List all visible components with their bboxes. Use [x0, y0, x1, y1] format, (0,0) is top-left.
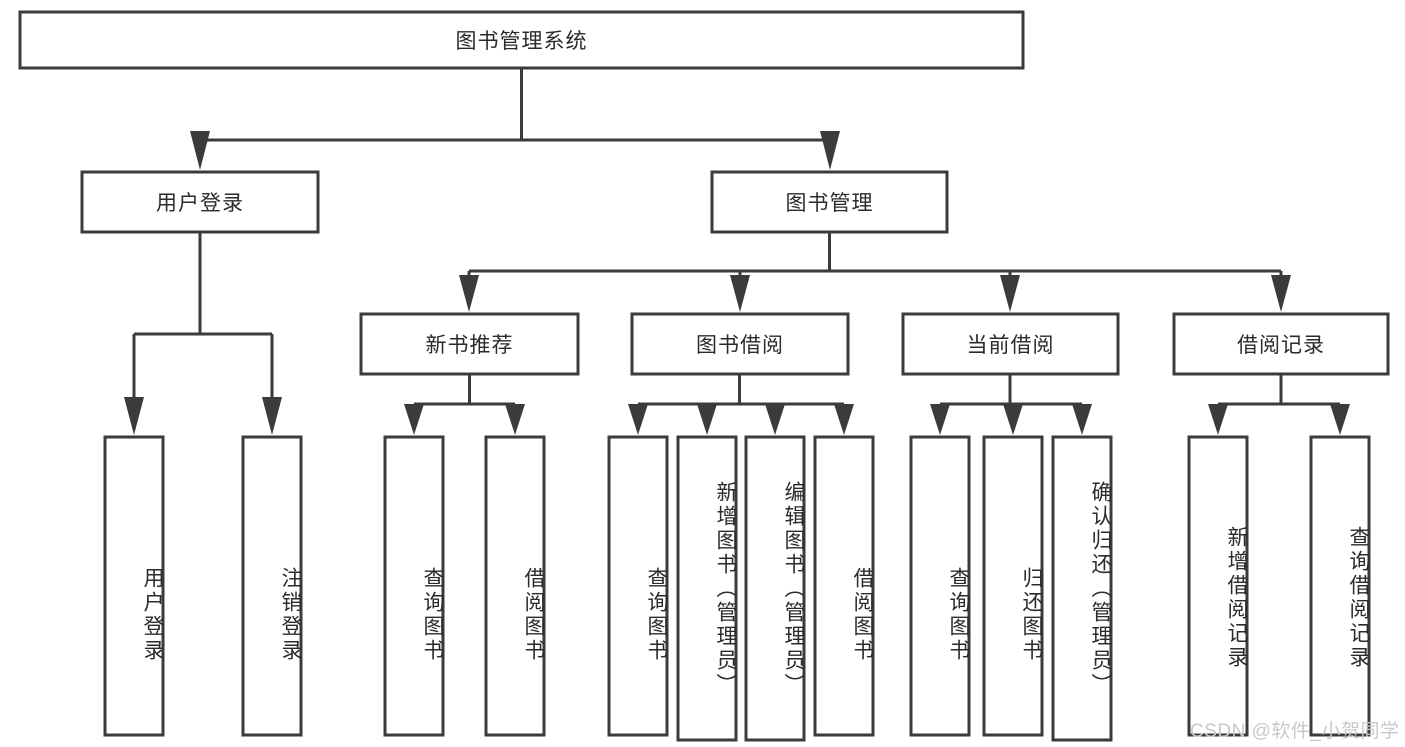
node-box-leaf-query-book-1[interactable]: [383, 435, 445, 737]
connector-group-root-to-level2: [190, 68, 840, 170]
arrowhead-bb-add-book: [697, 404, 717, 435]
node-box-leaf-query-book-2[interactable]: [607, 435, 669, 737]
arrowhead-book-borrow: [730, 275, 750, 312]
node-box-leaf-edit-book-admin[interactable]: [744, 435, 806, 742]
arrowhead-current-borrow: [1000, 275, 1020, 312]
arrowhead-br-query-record: [1330, 404, 1350, 435]
arrowhead-cb-return-book: [1003, 404, 1023, 435]
node-box-leaf-add-borrow-record[interactable]: [1187, 435, 1249, 737]
arrowhead-cb-query-book: [930, 404, 950, 435]
arrowhead-nbr-query-book: [404, 404, 424, 435]
node-box-root[interactable]: [18, 10, 1025, 70]
node-box-book-borrow[interactable]: [630, 312, 850, 376]
node-box-leaf-query-borrow-record[interactable]: [1309, 435, 1371, 737]
connector-group-book-borrow-children: [628, 374, 854, 435]
csdn-watermark: CSDN @软件_小贺同学: [1190, 721, 1400, 742]
arrowhead-nbr-borrow-book: [505, 404, 525, 435]
arrowhead-cb-confirm-return: [1072, 404, 1092, 435]
arrowhead-bb-edit-book: [765, 404, 785, 435]
arrowhead-book-mgmt: [820, 131, 840, 170]
arrowhead-leaf-logout: [262, 397, 282, 435]
node-box-current-borrow[interactable]: [901, 312, 1120, 376]
connector-group-user-login-children: [124, 232, 282, 435]
node-box-leaf-logout[interactable]: [241, 435, 303, 737]
node-box-leaf-query-book-3[interactable]: [909, 435, 971, 737]
arrowhead-borrow-records: [1271, 275, 1291, 312]
node-box-leaf-borrow-book-1[interactable]: [484, 435, 546, 737]
arrowhead-leaf-user-login: [124, 397, 144, 435]
node-box-user-login[interactable]: [80, 170, 320, 234]
arrowhead-bb-borrow-book: [834, 404, 854, 435]
arrowhead-new-book-rec: [459, 275, 479, 312]
node-box-leaf-return-book[interactable]: [982, 435, 1044, 737]
node-box-leaf-add-book-admin[interactable]: [676, 435, 738, 742]
connector-group-new-book-rec-children: [404, 374, 525, 435]
arrowhead-user-login: [190, 131, 210, 170]
node-box-new-book-recommend[interactable]: [359, 312, 580, 376]
node-box-leaf-user-login[interactable]: [103, 435, 165, 737]
node-box-leaf-confirm-return-admin[interactable]: [1051, 435, 1113, 742]
arrowhead-bb-query-book: [628, 404, 648, 435]
connector-group-borrow-records-children: [1208, 374, 1350, 435]
node-box-leaf-borrow-book-2[interactable]: [813, 435, 875, 737]
node-box-book-management[interactable]: [710, 170, 949, 234]
connector-group-current-borrow-children: [930, 374, 1092, 435]
arrowhead-br-add-record: [1208, 404, 1228, 435]
node-box-borrow-records[interactable]: [1172, 312, 1390, 376]
connector-group-book-mgmt-children: [459, 232, 1291, 312]
